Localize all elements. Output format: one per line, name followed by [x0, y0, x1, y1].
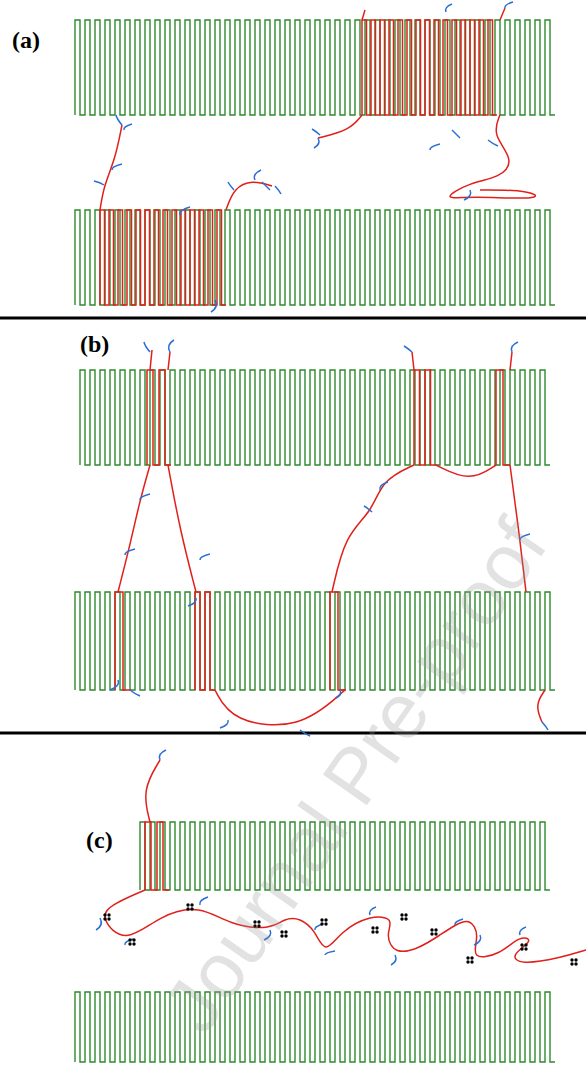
side-branch [314, 138, 319, 148]
side-branch [130, 690, 140, 696]
side-branch [116, 115, 122, 125]
side-branch [464, 190, 471, 200]
chain-fold [195, 592, 215, 690]
polymer-chain [150, 350, 152, 370]
side-branch [430, 144, 440, 150]
chain-fold [115, 592, 131, 690]
polymer-chain [226, 182, 272, 210]
side-branch [144, 342, 150, 352]
chain-fold [330, 592, 346, 690]
side-branch [110, 680, 118, 690]
side-branch [300, 730, 310, 736]
side-branch [112, 164, 122, 170]
side-branch [228, 182, 234, 190]
side-branch [488, 140, 498, 146]
crystal-lamella [75, 20, 555, 115]
side-branch [124, 124, 132, 130]
side-branch [96, 918, 101, 930]
side-branch [140, 494, 150, 500]
panel-label: (b) [80, 332, 109, 356]
side-branch [336, 690, 341, 698]
side-branch [474, 935, 481, 945]
polymer-chain [168, 352, 170, 370]
polymer-chain [412, 352, 414, 370]
side-branch [125, 939, 133, 945]
polymer-chain [146, 760, 160, 822]
side-branch [452, 130, 460, 138]
molecule-cluster [371, 926, 378, 933]
molecule-cluster [430, 928, 437, 935]
side-branch [200, 897, 208, 905]
side-branch [220, 720, 228, 728]
panel-separator [0, 317, 586, 320]
side-branch [370, 907, 376, 915]
crystal-lamella [75, 992, 555, 1062]
polymer-chain [318, 115, 362, 138]
side-branch [180, 207, 190, 215]
side-branch [169, 340, 174, 352]
polymer-chain [500, 8, 505, 20]
side-branch [404, 346, 412, 352]
polymer-chain [105, 890, 586, 962]
crystal-lamella [75, 210, 555, 305]
side-branch [520, 927, 526, 935]
polymer-chain [450, 115, 535, 198]
molecule-cluster [186, 903, 193, 910]
side-branch [380, 482, 388, 490]
watermark: Journal Pre-proof [150, 506, 560, 1044]
polymer-chain [538, 690, 545, 722]
side-branch [505, 2, 513, 8]
chain-fold [100, 210, 226, 305]
molecule-cluster [128, 938, 135, 945]
side-branch [94, 181, 104, 185]
polymer-chain [118, 465, 150, 592]
side-branch [325, 951, 335, 955]
molecule-cluster [520, 943, 527, 950]
side-branch [542, 722, 548, 730]
chain-fold [496, 370, 510, 465]
side-branch [262, 182, 270, 190]
chain-fold [414, 370, 436, 465]
side-branch [254, 170, 261, 180]
chain-fold [362, 20, 497, 115]
molecule-cluster [400, 913, 407, 920]
side-branch [312, 129, 320, 135]
side-branch [159, 750, 166, 760]
panel-label: (a) [12, 28, 40, 52]
panel-separator [0, 732, 586, 735]
side-branch [446, 4, 452, 12]
molecule-cluster [466, 956, 473, 963]
polymer-chain [332, 465, 414, 592]
polymer-chain [436, 465, 496, 476]
chain-fold [147, 370, 171, 465]
polymer-chain [168, 465, 196, 592]
polymer-chain [362, 10, 365, 20]
side-branch [364, 506, 372, 512]
side-branch [275, 186, 281, 194]
molecule-cluster [103, 913, 110, 920]
side-branch [455, 919, 463, 925]
side-branch [125, 549, 135, 555]
side-branch [200, 554, 210, 560]
side-branch [211, 300, 216, 312]
polymer-chain [100, 125, 122, 210]
chain-fold [145, 822, 169, 890]
side-branch [391, 955, 396, 965]
panel-label: (c) [86, 828, 113, 852]
molecule-cluster [570, 958, 577, 965]
polymer-chain [215, 690, 345, 725]
crystal-lamella [80, 370, 550, 465]
molecule-cluster [320, 918, 327, 925]
polymer-chain [510, 352, 512, 370]
side-branch [188, 598, 196, 606]
side-branch [511, 342, 518, 352]
